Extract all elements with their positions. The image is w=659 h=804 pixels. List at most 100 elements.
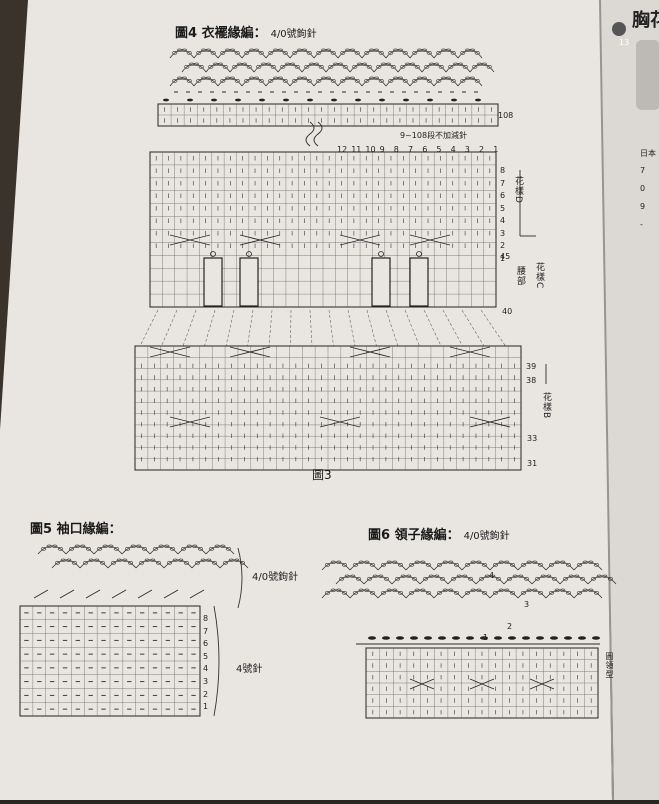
fig6-chain-arch — [461, 589, 491, 599]
fig6-chain-stitch — [588, 588, 594, 593]
stitch-number-10: 2 — [479, 145, 485, 154]
fig6-chain-stitch — [526, 588, 532, 593]
fig5-chain-stitch — [94, 558, 100, 563]
connector-dashed — [290, 309, 292, 347]
fig5-chain-arch — [93, 545, 123, 555]
fig6-chain-stitch — [593, 591, 599, 595]
fig5-chain-stitch — [186, 544, 192, 549]
fig4-chain-stitch — [445, 48, 451, 53]
figure5-title: 圖5 袖口緣編： — [30, 522, 122, 537]
fig6-chain-stitch — [437, 563, 443, 567]
fig6-chain-stitch — [549, 563, 555, 567]
fig6-chain-stitch — [498, 560, 504, 565]
figure5-caption: 圖5 袖口緣編： — [30, 518, 122, 537]
fig4-chain-stitch — [280, 65, 286, 69]
fig6-chain-stitch — [554, 588, 560, 593]
right-page-heading: 胸花 — [632, 10, 659, 31]
fig4-chain-stitch — [448, 65, 454, 69]
fig4-chain-stitch — [364, 79, 370, 83]
fig6-chain-stitch — [453, 591, 459, 595]
fig6-chain-stitch — [330, 560, 336, 565]
fig5-chain-stitch — [71, 561, 77, 565]
fig6-chain-stitch — [560, 588, 566, 593]
fig5-chain-stitch — [97, 547, 103, 551]
fig6-chain-dot — [550, 636, 558, 640]
cable-cross — [469, 416, 511, 428]
fig6-chain-stitch — [386, 588, 392, 593]
fig5-chain-stitch — [211, 561, 217, 565]
figure4-note: 9~108段不加減針 — [400, 131, 468, 140]
fig4-chain-stitch — [340, 51, 346, 55]
fig4-chain-stitch — [229, 48, 235, 53]
fig6-chain-arch — [475, 575, 505, 585]
fig6-chain-stitch — [509, 591, 515, 595]
connector-dashed — [268, 309, 273, 347]
fig4-chain-stitch — [244, 51, 250, 55]
fig6-chain-stitch — [409, 563, 415, 567]
fig5-chain-stitch — [55, 561, 61, 565]
fig4-chain-stitch — [369, 48, 375, 53]
fig6-chain-arch — [433, 589, 463, 599]
fig6-chain-stitch — [465, 563, 471, 567]
fig4-chain-stitch — [181, 76, 187, 81]
fig4-chain-stitch — [172, 79, 178, 83]
fig4-chain-stitch — [241, 62, 247, 67]
row-number-top-4: 4 — [500, 216, 506, 225]
fig4-chain-stitch — [352, 65, 358, 69]
fig4-chain-dot — [427, 98, 433, 102]
fig4-chain-stitch — [429, 62, 435, 67]
fig4-chain-stitch — [220, 79, 226, 83]
fig6-chain-stitch — [453, 563, 459, 567]
fig5-chain-stitch — [172, 558, 178, 563]
fig6-chain-stitch — [414, 588, 420, 593]
fig4-chain-stitch — [184, 65, 190, 69]
fig5-chain-stitch — [169, 547, 175, 551]
fig5-chain-arch — [191, 559, 221, 569]
row-number-top-2: 6 — [500, 191, 506, 200]
fig5-tilt-stitch — [111, 589, 127, 599]
fig4-chain-stitch — [412, 79, 418, 83]
fig6-chain-stitch — [504, 560, 510, 565]
fig4-chain-stitch — [172, 51, 178, 55]
fig4-chain-stitch — [481, 62, 487, 67]
fig4-chain-stitch — [210, 79, 216, 83]
fig5-chain-arch — [219, 559, 249, 569]
connector-dashed — [204, 309, 216, 347]
fig6-chain-arch — [447, 575, 477, 585]
fig6-chain-stitch — [423, 577, 429, 581]
fig4-chain-stitch — [340, 79, 346, 83]
fig4-chain-stitch — [349, 48, 355, 53]
fig6-chain-stitch — [439, 577, 445, 581]
figure6-caption: 圖6 領子緣編：4/0號鉤針 — [368, 524, 510, 543]
fig6-chain-arch — [405, 561, 435, 571]
fig4-chain-stitch — [349, 76, 355, 81]
cable-cross — [169, 416, 211, 428]
fig4-chain-stitch — [381, 62, 387, 67]
fig5-chain-stitch — [136, 544, 142, 549]
fig4-chain-stitch — [306, 51, 312, 55]
slot-loop-mark — [378, 251, 384, 257]
fig4-chain-stitch — [321, 76, 327, 81]
fig6-chain-stitch — [470, 588, 476, 593]
fig5-chain-stitch — [141, 547, 147, 551]
fig6-chain-stitch — [400, 574, 406, 579]
pattern-c-label: 花樣C — [534, 262, 544, 290]
fig6-chain-stitch — [434, 574, 440, 579]
fig4-chain-stitch — [289, 62, 295, 67]
fig4-chain-stitch — [378, 51, 384, 55]
connector-dashed — [480, 309, 506, 347]
row-label-45: 45 — [500, 252, 511, 261]
fig4-chain-stitch — [316, 79, 322, 83]
fig6-chain-dot — [368, 636, 376, 640]
row-number-top-6: 2 — [500, 241, 506, 250]
fig5-chain-arch — [149, 545, 179, 555]
fig6-chain-stitch — [397, 591, 403, 595]
pattern-b-label: 花樣B — [541, 392, 551, 420]
fig6-chain-stitch — [470, 560, 476, 565]
fig4-chain-stitch — [342, 65, 348, 69]
fig6-chain-stitch — [341, 563, 347, 567]
fig4-chain-stitch — [210, 51, 216, 55]
connector-dashed — [225, 309, 235, 347]
fig6-chain-stitch — [565, 591, 571, 595]
row-number-top-1: 7 — [500, 178, 506, 188]
